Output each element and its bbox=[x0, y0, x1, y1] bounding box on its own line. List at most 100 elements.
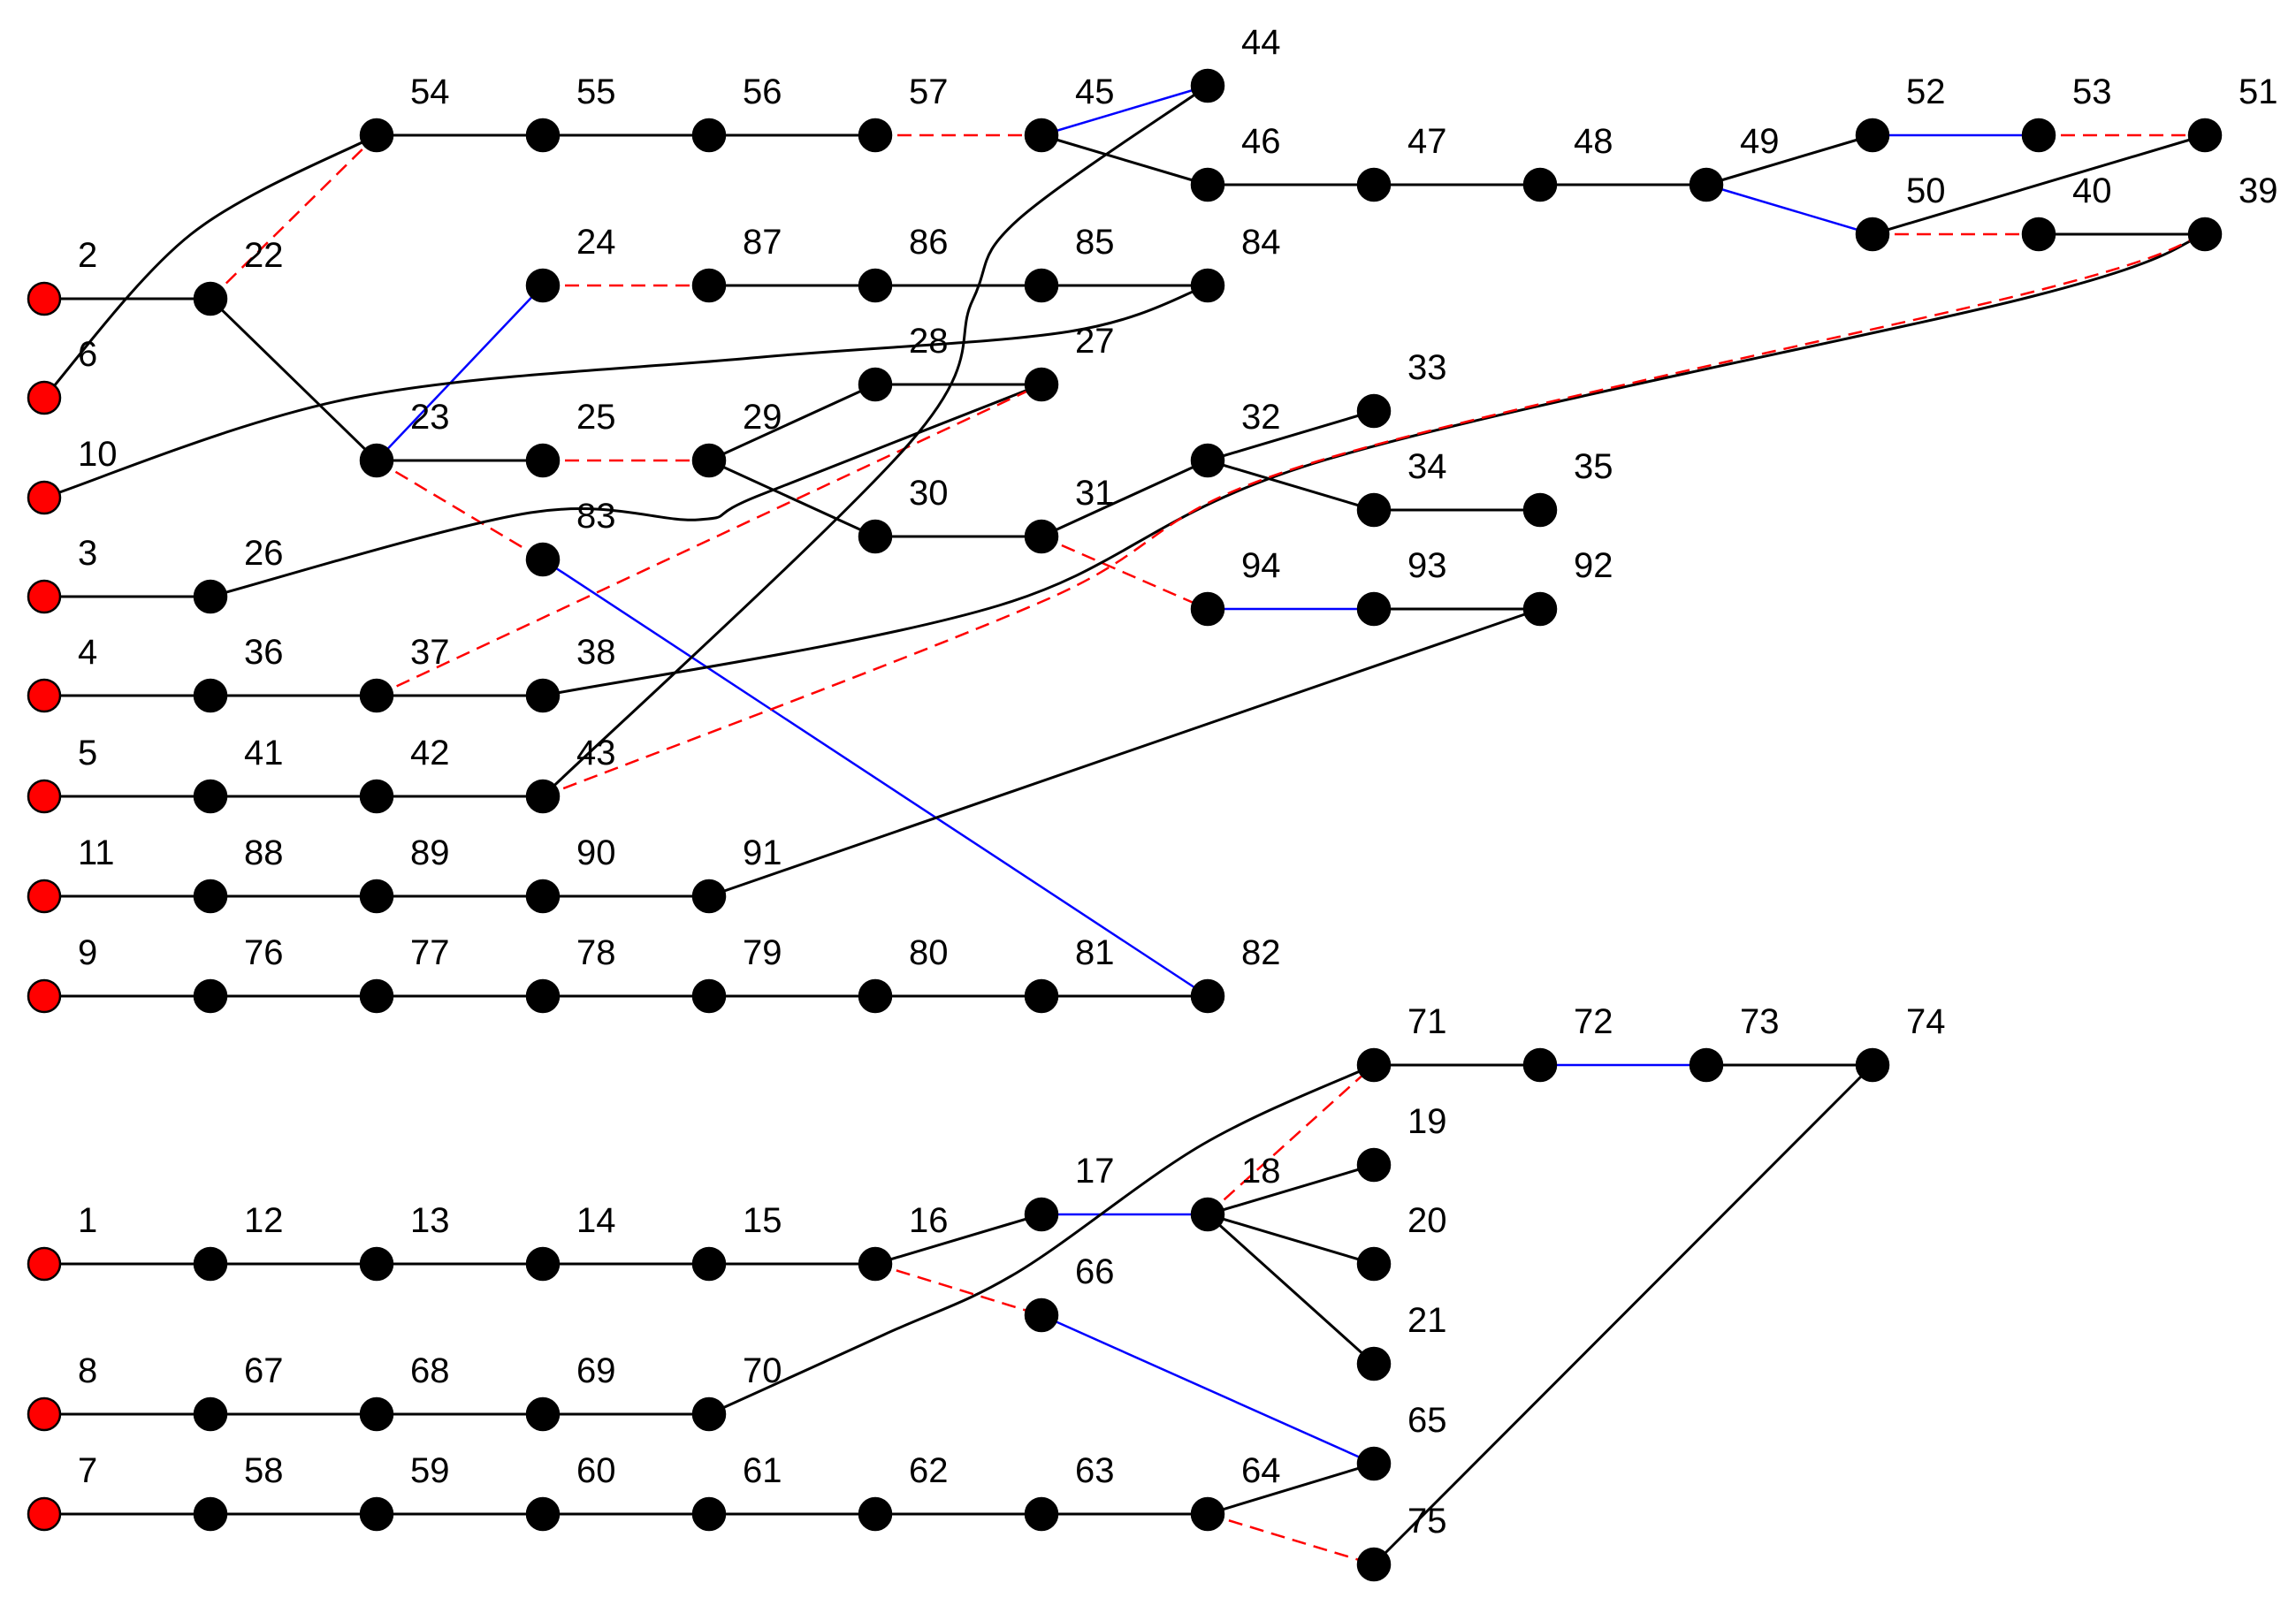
edge-29-28-normal bbox=[708, 383, 876, 462]
bus-node-55 bbox=[525, 118, 561, 153]
edge-74-75-normal bbox=[1372, 1063, 1874, 1566]
node-label-23: 23 bbox=[410, 398, 450, 437]
edge-29-30-normal bbox=[708, 459, 876, 538]
source-node-7 bbox=[27, 1496, 62, 1532]
node-label-25: 25 bbox=[576, 398, 616, 437]
bus-node-17 bbox=[1024, 1197, 1059, 1232]
node-label-55: 55 bbox=[576, 72, 616, 111]
source-node-6 bbox=[27, 380, 62, 415]
bus-node-77 bbox=[359, 978, 394, 1014]
bus-node-66 bbox=[1024, 1297, 1059, 1333]
node-label-19: 19 bbox=[1407, 1102, 1447, 1141]
bus-node-47 bbox=[1356, 167, 1392, 202]
node-label-65: 65 bbox=[1407, 1401, 1447, 1440]
nodes-layer bbox=[27, 68, 2223, 1582]
node-label-89: 89 bbox=[410, 833, 450, 872]
node-label-34: 34 bbox=[1407, 447, 1447, 486]
node-label-63: 63 bbox=[1075, 1451, 1115, 1490]
node-label-45: 45 bbox=[1075, 72, 1115, 111]
bus-node-83 bbox=[525, 542, 561, 577]
bus-node-50 bbox=[1855, 217, 1890, 252]
bus-node-37 bbox=[359, 678, 394, 713]
node-label-17: 17 bbox=[1075, 1152, 1115, 1191]
bus-node-19 bbox=[1356, 1147, 1392, 1183]
edges-layer bbox=[42, 84, 2206, 1566]
source-node-5 bbox=[27, 779, 62, 814]
bus-node-53 bbox=[2021, 118, 2056, 153]
bus-node-68 bbox=[359, 1396, 394, 1432]
node-label-51: 51 bbox=[2239, 72, 2278, 111]
bus-node-16 bbox=[858, 1246, 893, 1282]
edge-49-50-tie bbox=[1705, 183, 1873, 236]
node-label-8: 8 bbox=[78, 1351, 97, 1390]
bus-node-57 bbox=[858, 118, 893, 153]
edge-6-54-normal bbox=[42, 133, 378, 400]
node-label-76: 76 bbox=[244, 933, 284, 972]
bus-node-84 bbox=[1190, 268, 1225, 303]
node-label-38: 38 bbox=[576, 633, 616, 672]
bus-node-82 bbox=[1190, 978, 1225, 1014]
bus-node-43 bbox=[525, 779, 561, 814]
node-label-70: 70 bbox=[743, 1351, 782, 1390]
bus-node-38 bbox=[525, 678, 561, 713]
edge-23-24-tie bbox=[376, 285, 544, 461]
node-label-15: 15 bbox=[743, 1201, 782, 1240]
edge-64-65-normal bbox=[1207, 1462, 1375, 1516]
node-label-72: 72 bbox=[1574, 1002, 1613, 1041]
edge-18-21-normal bbox=[1206, 1213, 1376, 1366]
bus-node-70 bbox=[691, 1396, 727, 1432]
edge-18-19-normal bbox=[1207, 1163, 1375, 1216]
source-node-4 bbox=[27, 678, 62, 713]
node-label-4: 4 bbox=[78, 633, 97, 672]
edge-49-52-normal bbox=[1705, 133, 1873, 186]
edge-31-32-normal bbox=[1041, 459, 1209, 538]
edge-91-92-normal bbox=[708, 607, 1541, 898]
node-label-14: 14 bbox=[576, 1201, 616, 1240]
source-node-3 bbox=[27, 579, 62, 614]
node-label-93: 93 bbox=[1407, 546, 1447, 585]
source-node-11 bbox=[27, 879, 62, 914]
node-label-41: 41 bbox=[244, 734, 284, 772]
bus-node-92 bbox=[1522, 591, 1558, 627]
bus-node-36 bbox=[193, 678, 228, 713]
bus-node-46 bbox=[1190, 167, 1225, 202]
edge-23-83-switch-open bbox=[376, 459, 544, 561]
bus-node-87 bbox=[691, 268, 727, 303]
bus-node-32 bbox=[1190, 443, 1225, 478]
node-label-3: 3 bbox=[78, 534, 97, 573]
bus-node-20 bbox=[1356, 1246, 1392, 1282]
bus-node-48 bbox=[1522, 167, 1558, 202]
node-label-9: 9 bbox=[78, 933, 97, 972]
node-label-75: 75 bbox=[1407, 1502, 1447, 1541]
node-label-2: 2 bbox=[78, 236, 97, 275]
bus-node-78 bbox=[525, 978, 561, 1014]
bus-node-90 bbox=[525, 879, 561, 914]
node-label-60: 60 bbox=[576, 1451, 616, 1490]
bus-node-91 bbox=[691, 879, 727, 914]
bus-node-33 bbox=[1356, 393, 1392, 429]
source-node-10 bbox=[27, 480, 62, 515]
bus-node-24 bbox=[525, 268, 561, 303]
bus-node-93 bbox=[1356, 591, 1392, 627]
bus-node-18 bbox=[1190, 1197, 1225, 1232]
edge-10-84-normal bbox=[43, 284, 1209, 499]
node-label-39: 39 bbox=[2239, 171, 2278, 210]
node-label-77: 77 bbox=[410, 933, 450, 972]
node-label-91: 91 bbox=[743, 833, 782, 872]
bus-node-40 bbox=[2021, 217, 2056, 252]
bus-node-73 bbox=[1689, 1047, 1724, 1083]
node-label-61: 61 bbox=[743, 1451, 782, 1490]
bus-node-15 bbox=[691, 1246, 727, 1282]
bus-node-28 bbox=[858, 367, 893, 402]
bus-node-86 bbox=[858, 268, 893, 303]
node-label-28: 28 bbox=[909, 322, 949, 361]
bus-node-89 bbox=[359, 879, 394, 914]
bus-node-71 bbox=[1356, 1047, 1392, 1083]
bus-node-69 bbox=[525, 1396, 561, 1432]
bus-node-30 bbox=[858, 519, 893, 554]
bus-node-23 bbox=[359, 443, 394, 478]
edge-22-54-switch-open bbox=[210, 134, 378, 300]
node-label-82: 82 bbox=[1241, 933, 1281, 972]
node-label-58: 58 bbox=[244, 1451, 284, 1490]
